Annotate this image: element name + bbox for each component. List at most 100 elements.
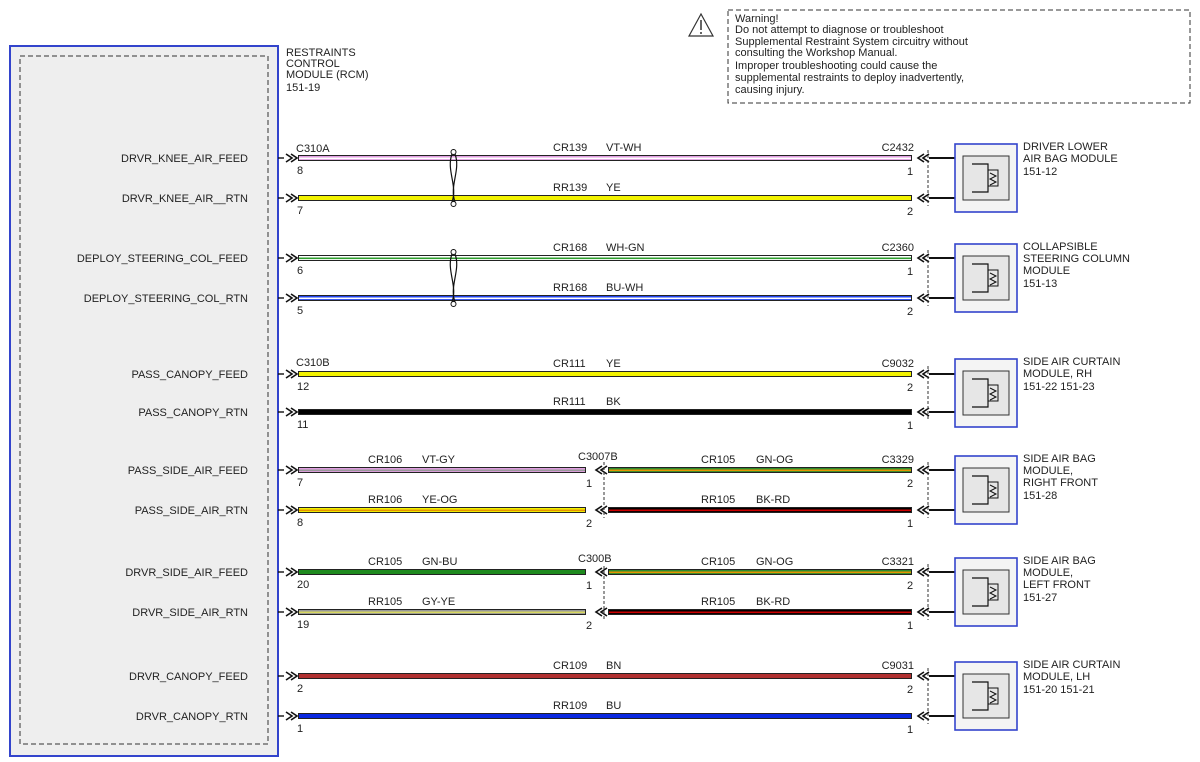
- wire: [298, 409, 912, 415]
- coil-winding: [988, 272, 998, 286]
- connector-c310b-label: C310B: [296, 357, 330, 369]
- pin-arrow-icon: [285, 293, 294, 303]
- end-connector-label: C9032: [882, 358, 914, 370]
- pin-arrow-icon: [290, 293, 299, 303]
- end-arrow-icon: [916, 369, 925, 379]
- pin-arrow-icon: [290, 153, 299, 163]
- wire-color-code: YE-OG: [422, 494, 457, 506]
- inline-arrow-icon: [599, 465, 608, 475]
- rcm-ref: 151-19: [286, 82, 320, 94]
- wire-base-color: [299, 674, 911, 678]
- circuit-id: CR168: [553, 242, 587, 254]
- rcm-pin-number: 8: [297, 165, 303, 177]
- end-arrow-icon: [921, 711, 930, 721]
- rcm-block: [9, 45, 279, 757]
- module-name: COLLAPSIBLE: [1023, 241, 1098, 253]
- inline-pin-number: 2: [586, 620, 592, 632]
- end-pin-number: 2: [907, 382, 913, 394]
- wire-stripe-color: [609, 469, 911, 472]
- end-arrow-icon: [916, 153, 925, 163]
- wire-base-color: [299, 714, 911, 718]
- module-name: SIDE AIR BAG: [1023, 555, 1096, 567]
- pin-arrow-icon: [285, 465, 294, 475]
- wire-color-code: BK: [606, 396, 621, 408]
- end-arrow-icon: [921, 465, 930, 475]
- rcm-pin-number: 11: [297, 419, 308, 431]
- wire-stripe-color: [299, 611, 585, 614]
- coil-body: [987, 583, 999, 601]
- squib-coil-icon: [987, 169, 999, 187]
- rcm-pin-number: 8: [297, 517, 303, 529]
- wire-stripe-color: [609, 611, 911, 614]
- wire-base-color: [299, 570, 585, 574]
- end-arrow-icon: [921, 671, 930, 681]
- circuit-id: CR105: [368, 556, 402, 568]
- end-connector-label: C2360: [882, 242, 914, 254]
- wire-color-code: YE: [606, 182, 621, 194]
- module-name: SIDE AIR CURTAIN: [1023, 659, 1120, 671]
- module-name: DRIVER LOWER: [1023, 141, 1108, 153]
- pin-arrow-icon: [290, 567, 299, 577]
- module-inner: [962, 255, 1010, 301]
- pin-arrow-icon: [285, 671, 294, 681]
- pin-arrow-icon: [290, 671, 299, 681]
- coil-body: [987, 687, 999, 705]
- end-arrow-icon: [916, 407, 925, 417]
- squib-coil-icon: [987, 687, 999, 705]
- end-pin-number: 2: [907, 206, 913, 218]
- circuit-id: CR109: [553, 660, 587, 672]
- module-inner: [962, 370, 1010, 416]
- end-arrow-icon: [916, 253, 925, 263]
- rcm-pin-number: 19: [297, 619, 309, 631]
- signal-label: DRVR_KNEE_AIR__RTN: [122, 193, 248, 205]
- coil-winding: [988, 690, 998, 704]
- warning-line-3: Supplemental Restraint System circuitry …: [735, 36, 968, 48]
- warning-line-5: Improper troubleshooting could cause the: [735, 60, 937, 72]
- end-arrow-icon: [921, 607, 930, 617]
- rcm-inner-dashed: [19, 55, 269, 745]
- module-name: RIGHT FRONT: [1023, 477, 1098, 489]
- wire-segment-right: [608, 467, 912, 473]
- end-arrow-icon: [916, 505, 925, 515]
- module-name: MODULE,: [1023, 465, 1073, 477]
- inline-pin-number: 2: [586, 518, 592, 530]
- circuit-id: RR105: [701, 494, 735, 506]
- circuit-id: RR111: [553, 396, 586, 408]
- signal-label: DRVR_SIDE_AIR_FEED: [125, 567, 248, 579]
- coil-winding: [988, 586, 998, 600]
- wire-segment-left: [298, 507, 586, 513]
- warning-triangle-icon: [687, 12, 715, 37]
- wire-color-code: BU: [606, 700, 621, 712]
- warning-line-1: Warning!: [735, 13, 779, 25]
- pin-arrow-icon: [290, 711, 299, 721]
- warning-line-6: supplemental restraints to deploy inadve…: [735, 72, 964, 84]
- pin-arrow-icon: [290, 369, 299, 379]
- rcm-pin-number: 5: [297, 305, 303, 317]
- circuit-id: CR105: [701, 454, 735, 466]
- wire-color-code: YE: [606, 358, 621, 370]
- wire-segment-left: [298, 569, 586, 575]
- warning-line-4: consulting the Workshop Manual.: [735, 47, 897, 59]
- module-ref: 151-12: [1023, 166, 1057, 178]
- inline-arrow-icon: [594, 505, 603, 515]
- connector-c300b-label: C300B: [578, 553, 612, 565]
- end-arrow-icon: [921, 505, 930, 515]
- warning-line-7: causing injury.: [735, 84, 805, 96]
- wire: [298, 713, 912, 719]
- coil-body: [987, 481, 999, 499]
- wire-color-code: VT-WH: [606, 142, 641, 154]
- twist-line: [452, 153, 458, 203]
- inline-arrow-icon: [594, 567, 603, 577]
- wire: [298, 195, 912, 201]
- signal-label: PASS_SIDE_AIR_FEED: [128, 465, 248, 477]
- end-arrow-icon: [916, 293, 925, 303]
